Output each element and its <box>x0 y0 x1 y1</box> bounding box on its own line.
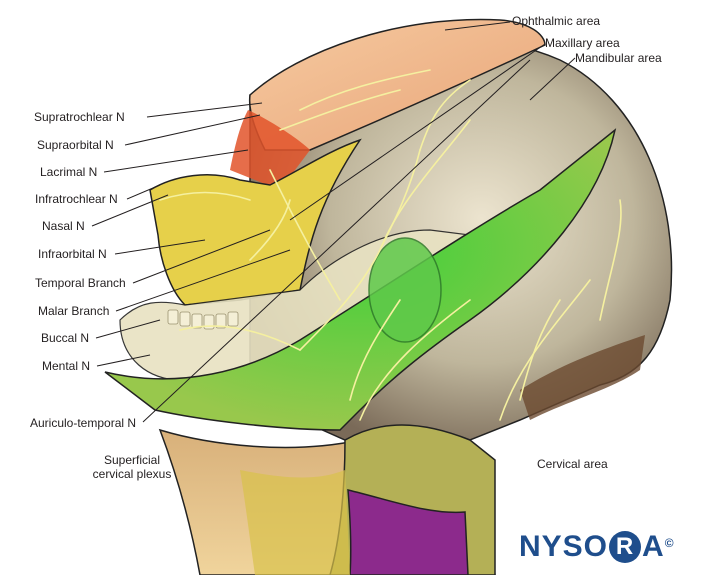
label-auriculotemporal-n: Auriculo-temporal N <box>30 416 137 430</box>
logo-ring-letter: R <box>609 531 642 563</box>
label-ophthalmic-area: Ophthalmic area <box>512 14 601 28</box>
supraorbital-highlight <box>230 110 310 190</box>
teeth <box>167 309 239 330</box>
label-malar-branch: Malar Branch <box>38 304 110 318</box>
label-buccal-n: Buccal N <box>41 331 90 345</box>
label-infraorbital-n: Infraorbital N <box>38 247 107 261</box>
label-maxillary-area: Maxillary area <box>545 36 620 50</box>
label-lacrimal-n: Lacrimal N <box>40 165 98 179</box>
label-cervical-area: Cervical area <box>537 457 608 471</box>
label-superficial-line2: cervical plexus <box>92 467 172 481</box>
occipital-region <box>520 335 645 420</box>
label-mandibular-area: Mandibular area <box>575 51 662 65</box>
logo-suffix: A <box>642 530 665 563</box>
logo-prefix: NYSO <box>519 530 609 563</box>
purple-region <box>347 489 469 575</box>
logo-copyright-mark: © <box>664 536 675 550</box>
ear <box>368 237 442 343</box>
label-temporal-branch: Temporal Branch <box>35 276 126 290</box>
leader-lines <box>91 21 576 423</box>
neck-yellow-region <box>240 470 350 575</box>
label-infratrochlear-n: Infratrochlear N <box>35 192 118 206</box>
maxillary-area-region <box>149 138 362 306</box>
nerve-branches <box>159 69 622 421</box>
label-nasal-n: Nasal N <box>42 219 85 233</box>
label-supraorbital-n: Supraorbital N <box>37 138 114 152</box>
label-mental-n: Mental N <box>42 359 91 373</box>
label-supratrochlear-n: Supratrochlear N <box>34 110 125 124</box>
label-superficial-cervical-plexus: Superficial cervical plexus <box>88 453 176 481</box>
label-superficial-line1: Superficial <box>103 453 161 467</box>
